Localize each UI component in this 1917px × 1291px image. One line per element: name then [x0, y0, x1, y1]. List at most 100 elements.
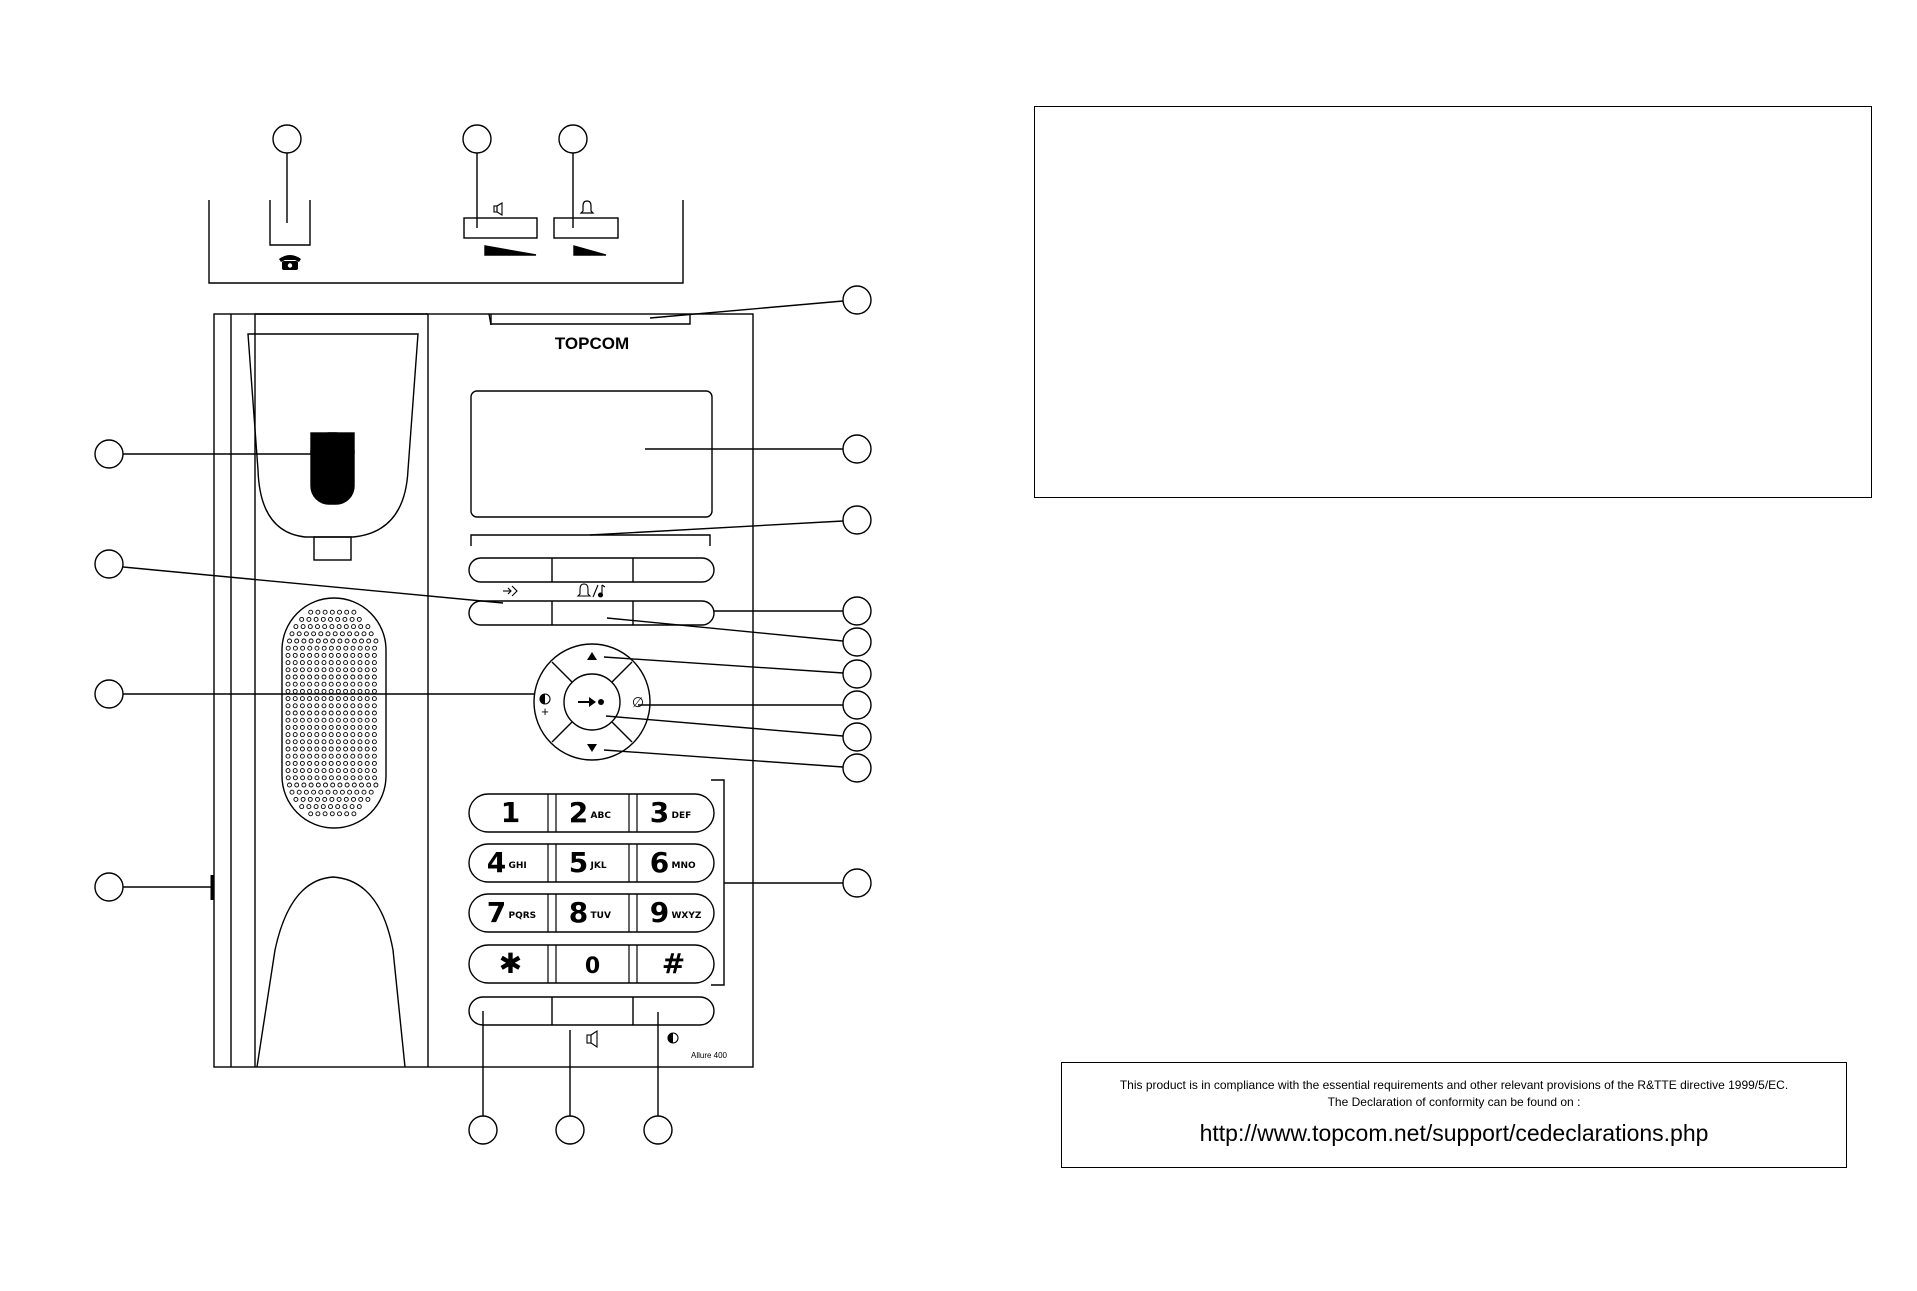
grille-hole	[299, 760, 305, 766]
grille-hole	[371, 746, 377, 752]
grille-hole	[308, 782, 314, 788]
ok-button[interactable]	[563, 673, 621, 731]
grille-hole	[328, 717, 334, 723]
grille-hole	[356, 804, 362, 810]
grille-hole	[357, 645, 363, 651]
bottom-key-row[interactable]	[468, 996, 715, 1026]
key-4-digit[interactable]: 4	[487, 846, 506, 879]
grille-hole	[300, 775, 306, 781]
grille-hole	[321, 681, 327, 687]
handsfree-volume-slider[interactable]	[463, 217, 538, 239]
grille-hole	[307, 667, 313, 673]
handsfree-volume-wedge	[484, 245, 537, 256]
grille-hole	[285, 753, 291, 759]
grille-hole	[285, 717, 291, 723]
grille-hole	[328, 746, 334, 752]
key-9-digit[interactable]: 9	[650, 896, 669, 929]
key-9-letters: WXYZ	[672, 911, 702, 921]
grille-hole	[306, 804, 312, 810]
key-7-digit[interactable]: 7	[487, 896, 506, 929]
key-8-digit[interactable]: 8	[569, 896, 588, 929]
redial-icon	[539, 693, 551, 705]
grille-hole	[314, 753, 320, 759]
grille-hole	[322, 609, 328, 615]
grille-hole	[292, 760, 298, 766]
key-11-digit[interactable]: 0	[585, 954, 600, 979]
grille-hole	[350, 739, 356, 745]
grille-hole	[315, 624, 320, 630]
up-arrow-icon	[587, 652, 597, 660]
navigation-wheel[interactable]	[533, 643, 651, 761]
grille-hole	[335, 746, 341, 752]
handset-earpiece	[247, 333, 419, 538]
grille-hole	[328, 768, 334, 774]
grille-hole	[285, 681, 291, 687]
key-2-digit[interactable]: 2	[569, 796, 588, 829]
callout-circle	[272, 124, 302, 154]
callout-circle	[94, 872, 124, 902]
grille-hole	[287, 638, 292, 644]
grille-hole	[371, 760, 377, 766]
grille-hole	[314, 724, 320, 730]
grille-hole	[321, 768, 327, 774]
redial-icon	[667, 1032, 679, 1044]
side-view-panel	[208, 200, 684, 284]
grille-hole	[285, 768, 291, 774]
grille-hole	[343, 688, 349, 694]
grille-hole	[301, 638, 307, 644]
key-10-digit[interactable]: ✱	[499, 947, 522, 980]
key-12-digit[interactable]: #	[662, 947, 685, 980]
key-3-digit[interactable]: 3	[650, 796, 669, 829]
grille-hole	[308, 638, 314, 644]
grille-hole	[307, 681, 313, 687]
grille-hole	[364, 724, 370, 730]
grille-hole	[321, 674, 327, 680]
grille-hole	[321, 732, 327, 738]
grille-hole	[366, 782, 372, 788]
ringer-volume-slider[interactable]	[553, 217, 619, 239]
grille-hole	[330, 638, 336, 644]
grille-hole	[307, 710, 313, 716]
grille-hole	[359, 638, 364, 644]
callout-circle	[643, 1115, 673, 1145]
grille-hole	[356, 616, 362, 622]
grille-hole	[343, 710, 349, 716]
key-6-digit[interactable]: 6	[650, 846, 669, 879]
grille-hole	[354, 631, 360, 637]
callout-circle	[842, 434, 872, 464]
speaker-icon	[493, 202, 503, 216]
callout-circle	[842, 285, 872, 315]
grille-hole	[292, 667, 298, 673]
grille-hole	[300, 796, 306, 802]
function-key-row-2[interactable]	[468, 600, 715, 626]
declaration-url[interactable]: http://www.topcom.net/support/cedeclarat…	[1199, 1120, 1709, 1146]
grille-hole	[287, 782, 292, 788]
key-5-digit[interactable]: 5	[569, 846, 588, 879]
grille-hole	[307, 796, 313, 802]
grille-hole	[328, 674, 334, 680]
function-key-row-1[interactable]	[468, 557, 715, 583]
grille-hole	[289, 789, 295, 795]
grille-hole	[357, 768, 363, 774]
callout-circle	[842, 596, 872, 626]
grille-hole	[299, 717, 305, 723]
grille-hole	[335, 753, 341, 759]
speaker-grille-holes	[285, 609, 379, 817]
grille-hole	[343, 753, 349, 759]
key-3-letters: DEF	[672, 811, 692, 821]
grille-hole	[343, 717, 349, 723]
grille-hole	[285, 660, 291, 666]
grille-hole	[335, 674, 341, 680]
grille-hole	[314, 768, 320, 774]
grille-hole	[299, 746, 305, 752]
compliance-box: This product is in compliance with the e…	[1061, 1062, 1847, 1168]
grille-hole	[315, 782, 321, 788]
key-1-digit[interactable]: 1	[501, 796, 520, 829]
grille-hole	[335, 724, 341, 730]
grille-hole	[349, 804, 355, 810]
grille-hole	[335, 667, 341, 673]
grille-hole	[292, 739, 298, 745]
grille-hole	[323, 638, 328, 644]
grille-hole	[350, 660, 356, 666]
grille-hole	[343, 645, 349, 651]
